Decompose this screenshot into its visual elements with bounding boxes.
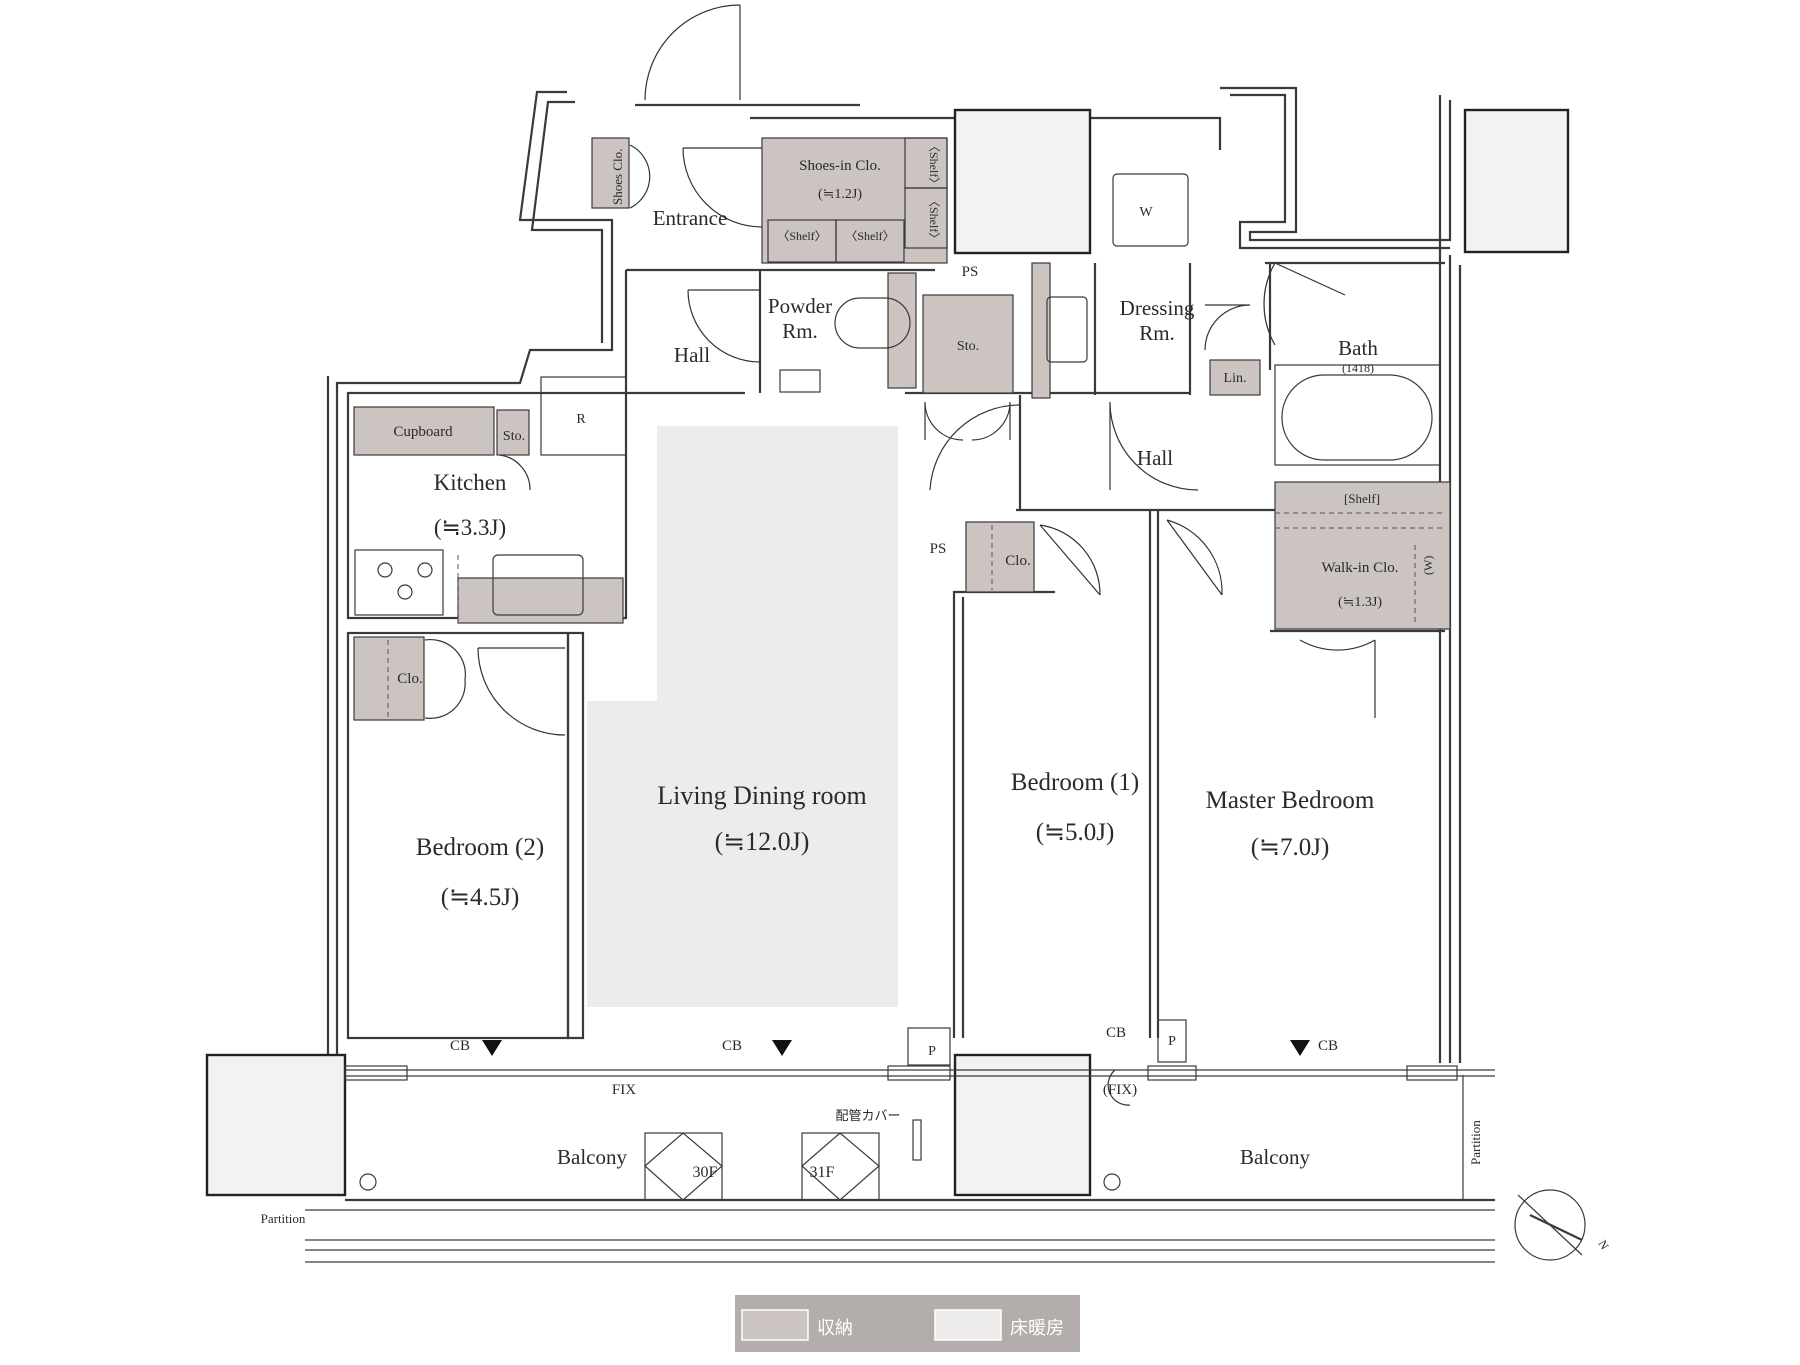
cupboard-fill <box>353 406 495 456</box>
svg-text:30F: 30F <box>693 1164 718 1181</box>
svg-text:N: N <box>1595 1238 1612 1253</box>
svg-text:Lin.: Lin. <box>1224 371 1247 386</box>
svg-text:CB: CB <box>450 1038 470 1054</box>
svg-text:R: R <box>576 412 586 427</box>
master-size: (≒7.0J) <box>1251 834 1330 861</box>
svg-text:P: P <box>1168 1034 1176 1049</box>
svg-text:Rm.: Rm. <box>1139 321 1175 345</box>
shoes-clo-label: Shoes Clo. <box>610 149 625 205</box>
sto-mid-fill <box>922 294 1014 394</box>
svg-text:PS: PS <box>962 264 979 280</box>
svg-text:Partition: Partition <box>261 1211 306 1226</box>
fixtures <box>354 173 1445 718</box>
bath-label: Bath <box>1338 336 1378 360</box>
column-top-right <box>1463 108 1570 254</box>
powder-label: Powder <box>768 294 832 318</box>
living-floor-heating <box>587 426 898 1007</box>
clo-bed1-fill <box>965 521 1035 593</box>
legend-storage-label: 収納 <box>817 1318 853 1339</box>
svg-text:Partition: Partition <box>1468 1120 1483 1165</box>
bedroom1-size: (≒5.0J) <box>1036 819 1115 846</box>
living-label: Living Dining room <box>657 781 866 810</box>
labels: Shoes Clo. Shoes-in Clo. (≒1.2J) 〈Shelf〉… <box>261 140 1612 1252</box>
svg-text:P: P <box>928 1044 936 1059</box>
svg-text:Sto.: Sto. <box>503 429 525 444</box>
svg-text:(≒1.3J): (≒1.3J) <box>1338 595 1382 610</box>
kitchen-label: Kitchen <box>434 470 507 495</box>
bedroom2-label: Bedroom (2) <box>416 834 544 861</box>
svg-text:(FIX): (FIX) <box>1103 1082 1137 1098</box>
svg-text:〈Shelf〉: 〈Shelf〉 <box>927 195 941 244</box>
north-compass <box>1514 1189 1586 1261</box>
balcony-label-2: Balcony <box>1240 1145 1310 1169</box>
windows <box>344 1019 1495 1081</box>
svg-text:31F: 31F <box>810 1164 835 1181</box>
svg-text:配管カバー: 配管カバー <box>835 1108 900 1123</box>
lin-fill <box>1209 359 1261 396</box>
sto-kitchen-fill <box>496 409 530 456</box>
svg-text:Clo.: Clo. <box>1005 553 1030 569</box>
dressing-label: Dressing <box>1120 296 1195 320</box>
svg-text:Sto.: Sto. <box>957 339 979 354</box>
svg-text:CB: CB <box>722 1038 742 1054</box>
doors <box>424 4 1376 1106</box>
svg-text:PS: PS <box>930 541 947 557</box>
balcony-label-1: Balcony <box>557 1145 627 1169</box>
svg-text:FIX: FIX <box>612 1082 636 1098</box>
interior-walls <box>346 261 1445 1040</box>
shoes-in-clo-fill <box>761 137 948 264</box>
shoes-in-clo-size: (≒1.2J) <box>818 187 862 202</box>
shoes-in-clo-label: Shoes-in Clo. <box>799 158 881 174</box>
column-top-center <box>953 108 1092 255</box>
svg-text:(W): (W) <box>1421 556 1435 575</box>
svg-text:(1418): (1418) <box>1342 361 1374 375</box>
clo-bed2-fill <box>353 636 425 721</box>
bedroom1-label: Bedroom (1) <box>1011 769 1139 796</box>
bedroom2-size: (≒4.5J) <box>441 884 520 911</box>
entrance-label: Entrance <box>653 206 728 230</box>
hall-label-1: Hall <box>674 343 710 367</box>
svg-text:[Shelf]: [Shelf] <box>1344 491 1380 506</box>
svg-text:CB: CB <box>1318 1038 1338 1054</box>
walk-in-clo-label: Walk-in Clo. <box>1321 560 1398 576</box>
svg-text:CB: CB <box>1106 1025 1126 1041</box>
legend: 収納 床暖房 <box>735 1295 1080 1352</box>
svg-text:W: W <box>1139 205 1153 220</box>
balcony <box>305 1075 1495 1263</box>
svg-text:Rm.: Rm. <box>782 319 818 343</box>
svg-text:〈Shelf〉: 〈Shelf〉 <box>777 229 826 243</box>
master-label: Master Bedroom <box>1206 787 1375 814</box>
walk-in-clo-fill <box>1274 481 1451 630</box>
column-bottom-center <box>953 1053 1092 1197</box>
column-bottom-left <box>205 1053 347 1197</box>
living-size: (≒12.0J) <box>715 827 810 856</box>
svg-text:Cupboard: Cupboard <box>393 424 453 440</box>
kitchen-counter-fill <box>457 577 624 624</box>
kitchen-size: (≒3.3J) <box>434 515 506 540</box>
svg-text:〈Shelf〉: 〈Shelf〉 <box>927 140 941 189</box>
svg-text:Clo.: Clo. <box>397 671 422 687</box>
hall-label-2: Hall <box>1137 446 1173 470</box>
legend-floor-heating-label: 床暖房 <box>1010 1318 1064 1339</box>
legend-storage-swatch <box>741 1309 809 1341</box>
powder-counter-fill <box>887 272 917 389</box>
dressing-counter-fill <box>1031 262 1051 399</box>
shoes-clo-fill <box>591 137 630 209</box>
legend-floor-heating-swatch <box>934 1309 1002 1341</box>
svg-text:〈Shelf〉: 〈Shelf〉 <box>845 229 894 243</box>
